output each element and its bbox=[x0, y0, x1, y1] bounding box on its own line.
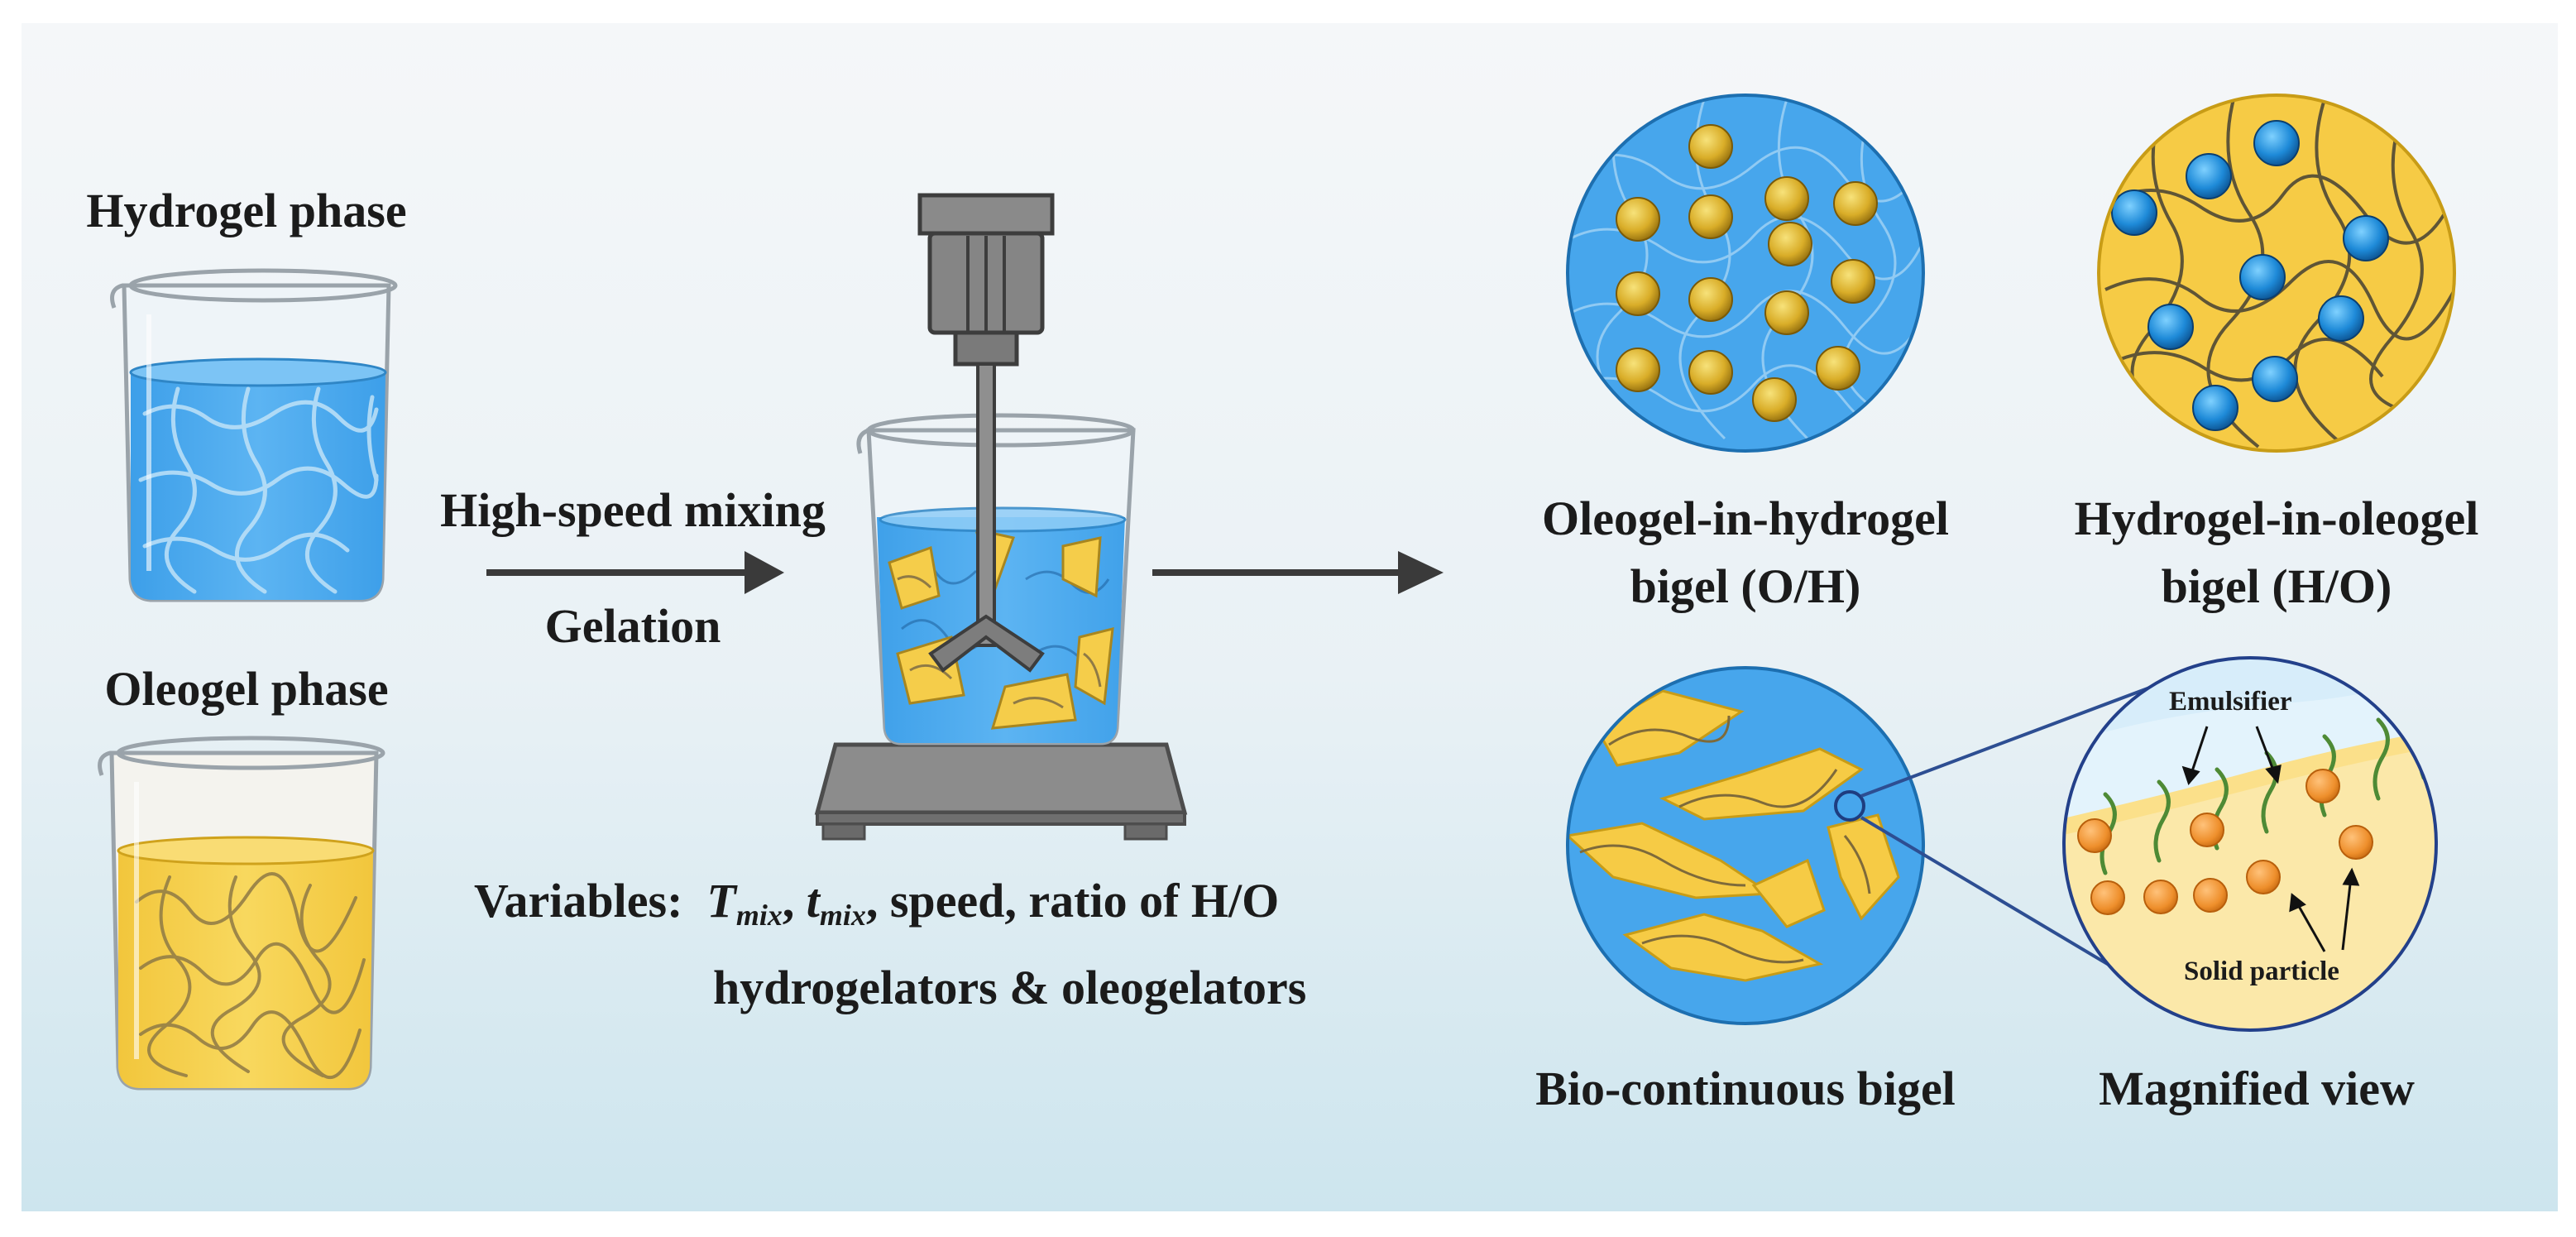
mixer-stand bbox=[814, 742, 1188, 815]
ho-label-line1: Hydrogel-in-oleogel bbox=[2074, 491, 2479, 545]
hydrogel-droplets bbox=[2111, 120, 2389, 431]
variables-rest: , speed, ratio of H/O bbox=[865, 874, 1280, 928]
emulsifier-label: Emulsifier bbox=[2169, 687, 2292, 717]
bicontinuous-label: Bio-continuous bigel bbox=[1535, 1062, 1956, 1115]
oleogel-liquid bbox=[118, 844, 373, 1088]
oleogel-beaker bbox=[98, 736, 385, 1091]
oh-label-line1: Oleogel-in-hydrogel bbox=[1542, 491, 1949, 545]
oh-label-line2: bigel (O/H) bbox=[1630, 559, 1861, 613]
oleogel-droplets bbox=[1616, 124, 1878, 422]
t-small-subscript: mix bbox=[819, 899, 866, 933]
magnified-view-circle bbox=[2062, 656, 2438, 1032]
variables-line-2: hydrogelators & oleogelators bbox=[713, 961, 1307, 1014]
solid-particle-label: Solid particle bbox=[2184, 957, 2339, 986]
hydrogel-phase-label: Hydrogel phase bbox=[86, 184, 407, 237]
variables-line-1: Variables: Tmix, tmix, speed, ratio of H… bbox=[474, 874, 1280, 933]
t-small-symbol: t bbox=[806, 874, 820, 928]
hydrogel-in-oleogel-circle bbox=[2097, 93, 2456, 453]
hydrogel-beaker bbox=[110, 268, 398, 602]
mixer-apparatus bbox=[814, 193, 1188, 841]
mixer-shaft bbox=[976, 362, 996, 647]
oleogel-phase-label: Oleogel phase bbox=[104, 662, 389, 716]
bicontinuous-circle bbox=[1566, 666, 1925, 1025]
mixer-impeller bbox=[928, 614, 1045, 673]
arrow-mixing bbox=[486, 551, 784, 594]
arrow-bottom-label: Gelation bbox=[544, 599, 721, 653]
arrow-result bbox=[1152, 551, 1444, 594]
arrow-result-head bbox=[1398, 551, 1444, 594]
t-mix-subscript: mix bbox=[735, 899, 783, 933]
ho-label-line2: bigel (H/O) bbox=[2161, 559, 2392, 613]
t-mix-symbol: T bbox=[706, 874, 736, 928]
zoom-marker bbox=[1834, 790, 1865, 822]
oleogel-in-hydrogel-circle bbox=[1566, 93, 1925, 453]
variables-prefix: Variables: bbox=[474, 874, 683, 928]
mixer-motor-cap bbox=[917, 193, 1055, 236]
magnified-view-label: Magnified view bbox=[2099, 1062, 2415, 1115]
arrow-top-label: High-speed mixing bbox=[440, 483, 826, 537]
